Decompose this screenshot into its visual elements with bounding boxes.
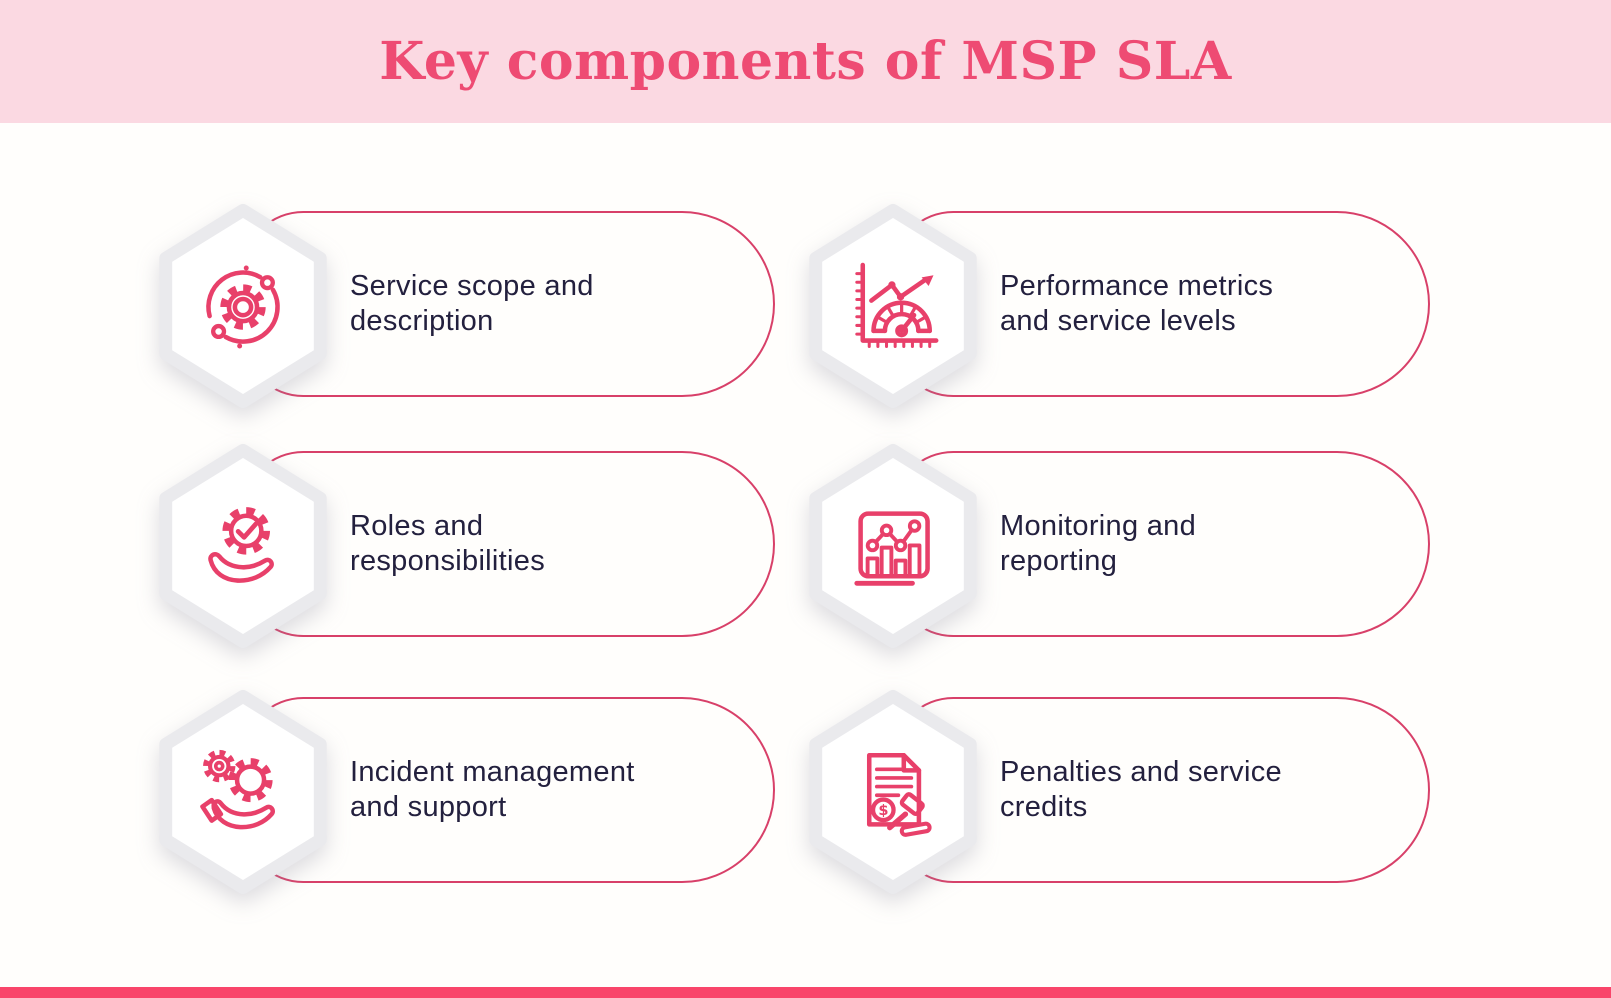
hexagon-badge: $ bbox=[800, 689, 986, 895]
hexagon-shape bbox=[809, 689, 977, 895]
card-label: Service scope and description bbox=[350, 270, 594, 338]
hand-gear-check-icon bbox=[208, 507, 274, 583]
hexagon-badge bbox=[150, 203, 336, 409]
bar-chart-window-icon bbox=[854, 511, 930, 586]
svg-text:$: $ bbox=[878, 802, 888, 819]
card-label: Incident management and support bbox=[350, 756, 635, 824]
hexagon-badge bbox=[150, 689, 336, 895]
hexagon-shape bbox=[159, 203, 327, 409]
card-service-scope: Service scope and description bbox=[150, 203, 775, 409]
card-penalties-credits: $ Penalties and service credits bbox=[800, 689, 1430, 895]
gear-orbit-icon bbox=[206, 265, 280, 349]
hexagon-badge bbox=[150, 443, 336, 649]
bottom-accent-bar bbox=[0, 987, 1611, 998]
page-title: Key components of MSP SLA bbox=[379, 31, 1232, 92]
card-incident-management: Incident management and support bbox=[150, 689, 775, 895]
card-monitoring-reporting: Monitoring and reporting bbox=[800, 443, 1430, 649]
card-label: Performance metrics and service levels bbox=[1000, 270, 1274, 338]
hexagon-shape bbox=[809, 443, 977, 649]
title-banner: Key components of MSP SLA bbox=[0, 0, 1611, 123]
contract-gavel-icon: $ bbox=[866, 753, 932, 837]
gauge-chart-icon bbox=[855, 262, 939, 349]
hexagon-badge bbox=[800, 443, 986, 649]
card-label: Penalties and service credits bbox=[1000, 756, 1282, 824]
card-performance-metrics: Performance metrics and service levels bbox=[800, 203, 1430, 409]
card-label: Roles and responsibilities bbox=[350, 510, 545, 578]
hexagon-badge bbox=[800, 203, 986, 409]
card-label: Monitoring and reporting bbox=[1000, 510, 1197, 578]
card-roles-responsibilities: Roles and responsibilities bbox=[150, 443, 775, 649]
hand-gears-icon bbox=[200, 749, 275, 830]
